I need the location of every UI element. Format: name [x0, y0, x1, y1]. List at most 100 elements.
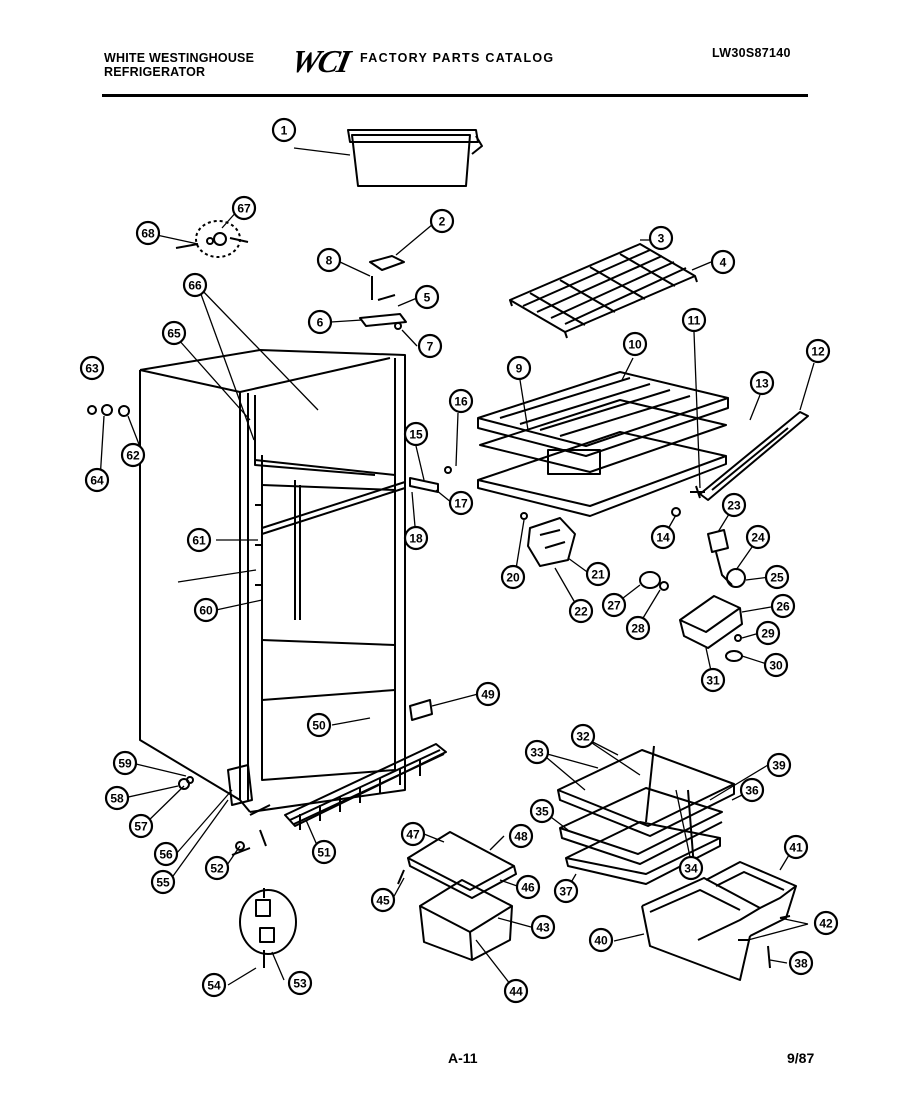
catalog-title: FACTORY PARTS CATALOG — [360, 51, 555, 65]
callout-number: 60 — [199, 604, 213, 618]
callout-number: 53 — [293, 977, 307, 991]
callout-38: 38 — [788, 950, 814, 976]
callout-circle — [193, 597, 219, 623]
callout-circle — [764, 564, 790, 590]
callout-20: 20 — [500, 564, 526, 590]
callout-30: 30 — [763, 652, 789, 678]
callout-number: 23 — [727, 499, 741, 513]
callout-number: 30 — [769, 659, 783, 673]
callout-54: 54 — [201, 972, 227, 998]
callout-32: 32 — [570, 723, 596, 749]
callout-44: 44 — [503, 978, 529, 1004]
callout-11: 11 — [681, 307, 707, 333]
refrigerator-shelves-drawing — [557, 745, 735, 885]
callout-number: 67 — [237, 202, 251, 216]
callout-7: 7 — [417, 333, 443, 359]
callout-21: 21 — [585, 561, 611, 587]
callout-number: 24 — [751, 531, 765, 545]
callout-number: 64 — [90, 474, 104, 488]
callout-number: 25 — [770, 571, 784, 585]
callout-8: 8 — [316, 247, 342, 273]
wci-logo-text: WCI — [294, 43, 354, 76]
callout-49: 49 — [475, 681, 501, 707]
page-code: A-11 — [448, 1050, 478, 1066]
callout-68: 68 — [135, 220, 161, 246]
callout-circle — [104, 785, 130, 811]
callout-circle — [448, 388, 474, 414]
callout-number: 1 — [281, 124, 288, 138]
callout-circle — [316, 247, 342, 273]
callout-circle — [307, 309, 333, 335]
callout-number: 29 — [761, 627, 775, 641]
callout-number: 47 — [406, 828, 420, 842]
callout-circle — [475, 681, 501, 707]
callout-number: 15 — [409, 428, 423, 442]
callout-42: 42 — [813, 910, 839, 936]
callout-51: 51 — [311, 839, 337, 865]
temperature-control-drawing — [520, 512, 576, 567]
callout-number: 56 — [159, 848, 173, 862]
callout-circle — [625, 615, 651, 641]
callout-circle — [553, 878, 579, 904]
callout-65: 65 — [161, 320, 187, 346]
callout-number: 6 — [317, 316, 324, 330]
callout-43: 43 — [530, 914, 556, 940]
callout-number: 27 — [607, 599, 621, 613]
callout-6: 6 — [307, 309, 333, 335]
callout-circle — [813, 910, 839, 936]
callout-number: 50 — [312, 719, 326, 733]
callout-circle — [84, 467, 110, 493]
callout-number: 65 — [167, 327, 181, 341]
callout-number: 37 — [559, 885, 573, 899]
callout-41: 41 — [783, 834, 809, 860]
callout-number: 63 — [85, 362, 99, 376]
callout-number: 8 — [326, 254, 333, 268]
brand-name: WHITE WESTINGHOUSE — [104, 51, 255, 65]
door-stop-parts-drawing — [175, 220, 249, 258]
callout-circle — [570, 723, 596, 749]
callout-circle — [112, 750, 138, 776]
callout-29: 29 — [755, 620, 781, 646]
callout-number: 62 — [126, 449, 140, 463]
callout-18: 18 — [403, 525, 429, 551]
callout-22: 22 — [568, 598, 594, 624]
callout-circle — [788, 950, 814, 976]
callout-circle — [400, 821, 426, 847]
meat-keeper-drawing — [397, 831, 517, 961]
callout-circle — [622, 331, 648, 357]
callout-37: 37 — [553, 878, 579, 904]
callout-circle — [135, 220, 161, 246]
callout-circle — [287, 970, 313, 996]
callout-46: 46 — [515, 874, 541, 900]
callout-39: 39 — [766, 752, 792, 778]
callout-number: 41 — [789, 841, 803, 855]
callout-number: 28 — [631, 622, 645, 636]
model-number: LW30S87140 — [712, 46, 791, 60]
callout-12: 12 — [805, 338, 831, 364]
callout-number: 66 — [188, 279, 202, 293]
callout-number: 32 — [576, 730, 590, 744]
header-rule — [102, 94, 808, 97]
callout-47: 47 — [400, 821, 426, 847]
callout-number: 16 — [454, 395, 468, 409]
callout-17: 17 — [448, 490, 474, 516]
callout-number: 45 — [376, 894, 390, 908]
callout-circle — [770, 593, 796, 619]
callout-number: 11 — [688, 314, 701, 328]
callout-circle — [710, 249, 736, 275]
callout-number: 38 — [794, 957, 808, 971]
callout-number: 7 — [427, 340, 434, 354]
callout-circle — [678, 855, 704, 881]
callout-number: 40 — [594, 934, 608, 948]
callout-circle — [503, 978, 529, 1004]
callout-36: 36 — [739, 777, 765, 803]
callout-number: 52 — [210, 862, 224, 876]
callout-number: 4 — [720, 256, 727, 270]
callout-48: 48 — [508, 823, 534, 849]
callout-number: 3 — [658, 232, 665, 246]
callout-circle — [153, 841, 179, 867]
callout-number: 39 — [772, 759, 786, 773]
callout-number: 22 — [574, 605, 588, 619]
callout-9: 9 — [506, 355, 532, 381]
callout-number: 46 — [521, 881, 535, 895]
